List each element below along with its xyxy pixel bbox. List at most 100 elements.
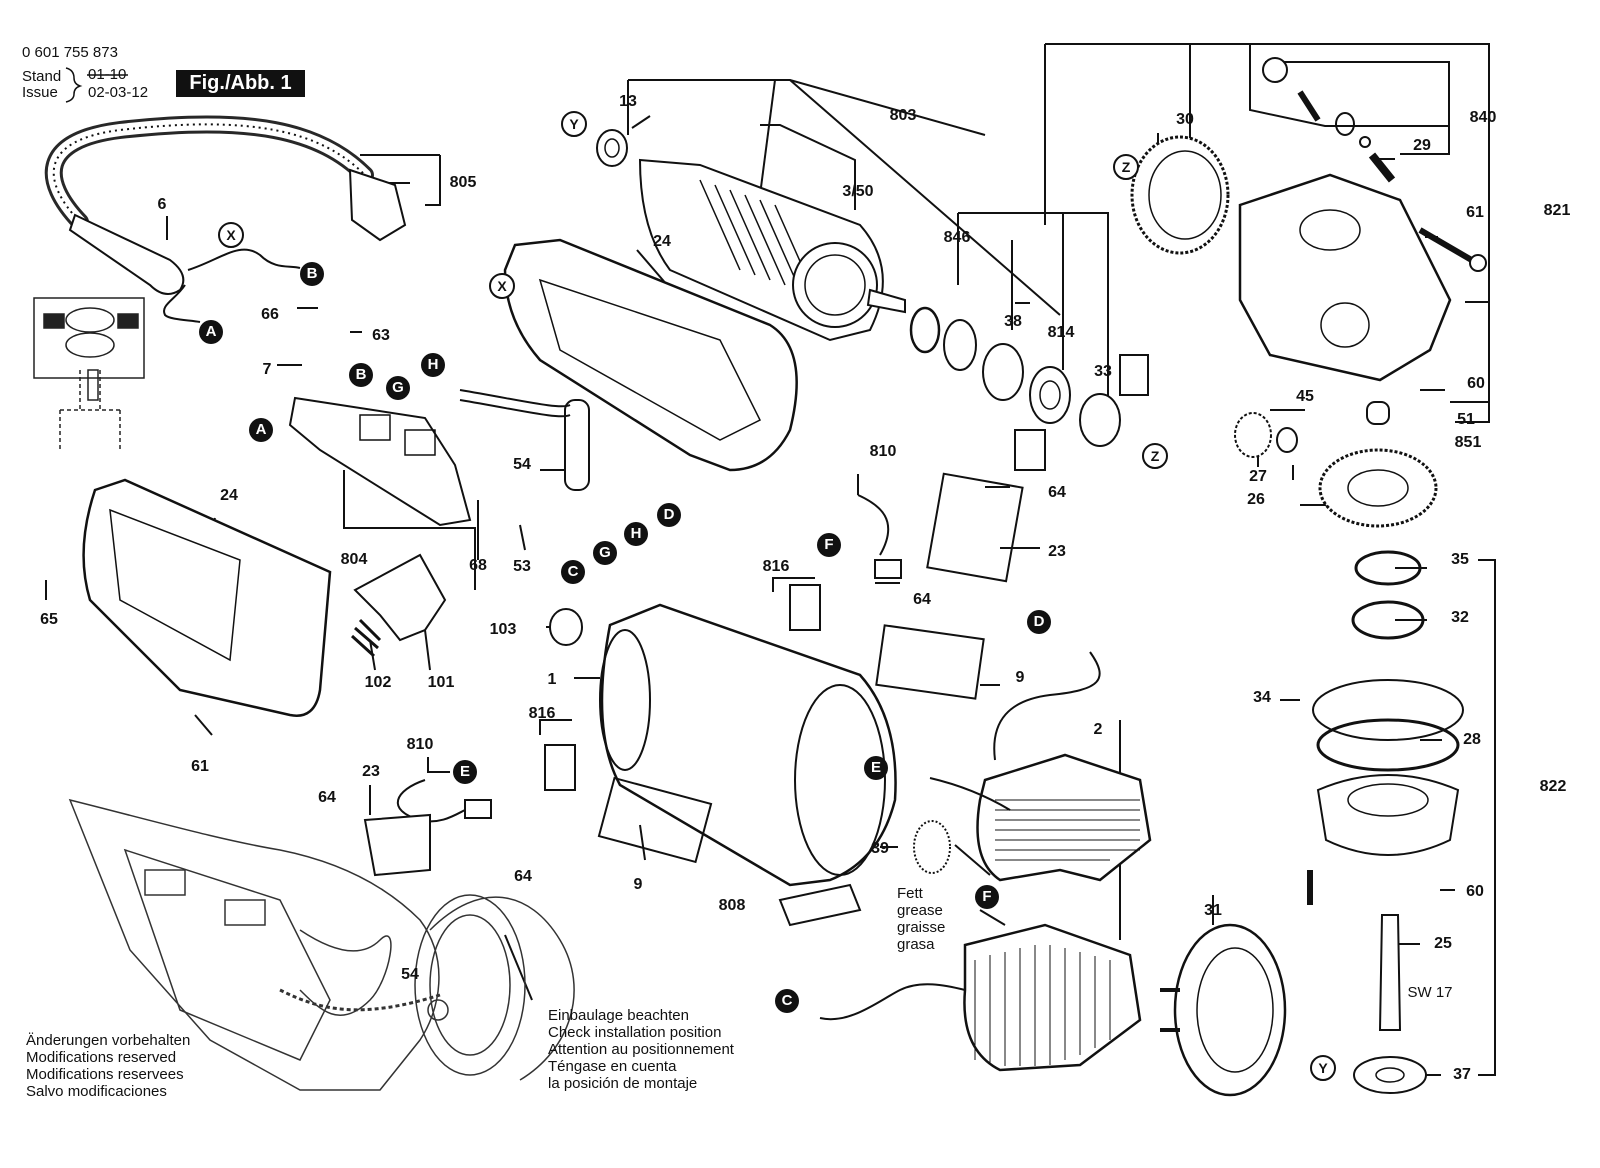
part-number: 38: [1004, 313, 1022, 330]
part-number: 33: [1094, 363, 1112, 380]
installation-note-line: Einbaulage beachten: [548, 1007, 689, 1024]
part-number: 805: [449, 174, 477, 191]
callout-c: C: [561, 560, 585, 584]
callout-g: G: [386, 376, 410, 400]
callout-e: E: [864, 756, 888, 780]
part-number: 1: [547, 671, 557, 688]
part-number: 39: [871, 840, 889, 857]
callout-a: A: [249, 418, 273, 442]
part-number: 65: [40, 611, 58, 628]
part-number: 60: [1467, 375, 1485, 392]
callout-b: B: [300, 262, 324, 286]
callout-y: Y: [1310, 1055, 1336, 1081]
part-number: 68: [469, 557, 487, 574]
callout-c: C: [775, 989, 799, 1013]
callout-f: F: [975, 885, 999, 909]
document-number: 0 601 755 873: [22, 44, 118, 61]
callout-f: F: [817, 533, 841, 557]
part-number: 35: [1451, 551, 1469, 568]
part-number: 61: [1466, 204, 1484, 221]
part-number: 24: [653, 233, 671, 250]
installation-note: Einbaulage beachten Check installation p…: [548, 1007, 734, 1092]
part-number: 816: [762, 558, 790, 575]
part-number: 23: [1048, 543, 1066, 560]
part-number: 24: [220, 487, 238, 504]
part-number: 64: [514, 868, 532, 885]
part-number: 810: [406, 736, 434, 753]
callout-x: X: [218, 222, 244, 248]
part-number: 808: [718, 897, 746, 914]
part-number: 101: [427, 674, 455, 691]
part-number: 13: [619, 93, 637, 110]
issue-label: Issue: [22, 84, 58, 101]
grease-note-line: grasa: [897, 936, 935, 953]
part-number: 7: [262, 361, 272, 378]
part-number: 814: [1047, 324, 1075, 341]
part-number: 103: [489, 621, 517, 638]
callout-z: Z: [1142, 443, 1168, 469]
part-number: 25: [1434, 935, 1452, 952]
callout-e: E: [453, 760, 477, 784]
modifications-note-line: Modifications reservees: [26, 1066, 184, 1083]
part-number: 29: [1413, 137, 1431, 154]
part-number: 846: [943, 229, 971, 246]
part-number: 851: [1454, 434, 1482, 451]
part-number: 822: [1539, 778, 1567, 795]
grease-note-line: Fett: [897, 885, 923, 902]
part-number: 28: [1463, 731, 1481, 748]
installation-note-line: Check installation position: [548, 1024, 722, 1041]
modifications-note-line: Salvo modificaciones: [26, 1083, 167, 1100]
callout-d: D: [657, 503, 681, 527]
installation-note-line: Attention au positionnement: [548, 1041, 734, 1058]
stand-label: Stand: [22, 68, 62, 85]
part-number: 3/50: [842, 183, 874, 200]
callout-g: G: [593, 541, 617, 565]
modifications-note: Änderungen vorbehalten Modifications res…: [26, 1032, 190, 1100]
part-number: 53: [513, 558, 531, 575]
issue-value: 02-03-12: [88, 84, 149, 101]
grease-note: Fett grease graisse grasa: [897, 885, 945, 953]
callout-d: D: [1027, 610, 1051, 634]
grease-note-line: grease: [897, 902, 943, 919]
part-number: 27: [1249, 468, 1267, 485]
part-number: 803: [889, 107, 917, 124]
part-number: 31: [1204, 902, 1222, 919]
modifications-note-line: Modifications reserved: [26, 1049, 177, 1066]
part-number: 60: [1466, 883, 1484, 900]
callout-h: H: [421, 353, 445, 377]
part-number: 34: [1253, 689, 1271, 706]
figure-label: Fig./Abb. 1: [176, 70, 305, 97]
part-number: 102: [364, 674, 392, 691]
wrench-size-label: SW 17: [1407, 984, 1453, 1001]
part-number: 32: [1451, 609, 1469, 626]
part-number: 37: [1453, 1066, 1471, 1083]
part-number: 810: [869, 443, 897, 460]
part-number: 30: [1176, 111, 1194, 128]
callout-x: X: [489, 273, 515, 299]
part-number: 6: [157, 196, 167, 213]
part-number: 66: [261, 306, 279, 323]
leader-line: [628, 79, 986, 136]
part-number: 821: [1543, 202, 1571, 219]
part-number: 63: [372, 327, 390, 344]
part-number: 816: [528, 705, 556, 722]
part-number: 840: [1469, 109, 1497, 126]
callout-y: Y: [561, 111, 587, 137]
part-number: 64: [318, 789, 336, 806]
callout-b: B: [349, 363, 373, 387]
stand-value: 01-10: [88, 66, 127, 83]
part-number: 2: [1093, 721, 1103, 738]
part-number: 54: [401, 966, 419, 983]
callout-a: A: [199, 320, 223, 344]
part-number: 64: [1048, 484, 1066, 501]
part-number: 9: [1015, 669, 1025, 686]
modifications-note-line: Änderungen vorbehalten: [26, 1032, 191, 1049]
part-number: 54: [513, 456, 531, 473]
part-number: 51: [1457, 411, 1475, 428]
installation-note-line: la posición de montaje: [548, 1075, 698, 1092]
part-number: 804: [340, 551, 368, 568]
callout-h: H: [624, 522, 648, 546]
part-number: 45: [1296, 388, 1314, 405]
